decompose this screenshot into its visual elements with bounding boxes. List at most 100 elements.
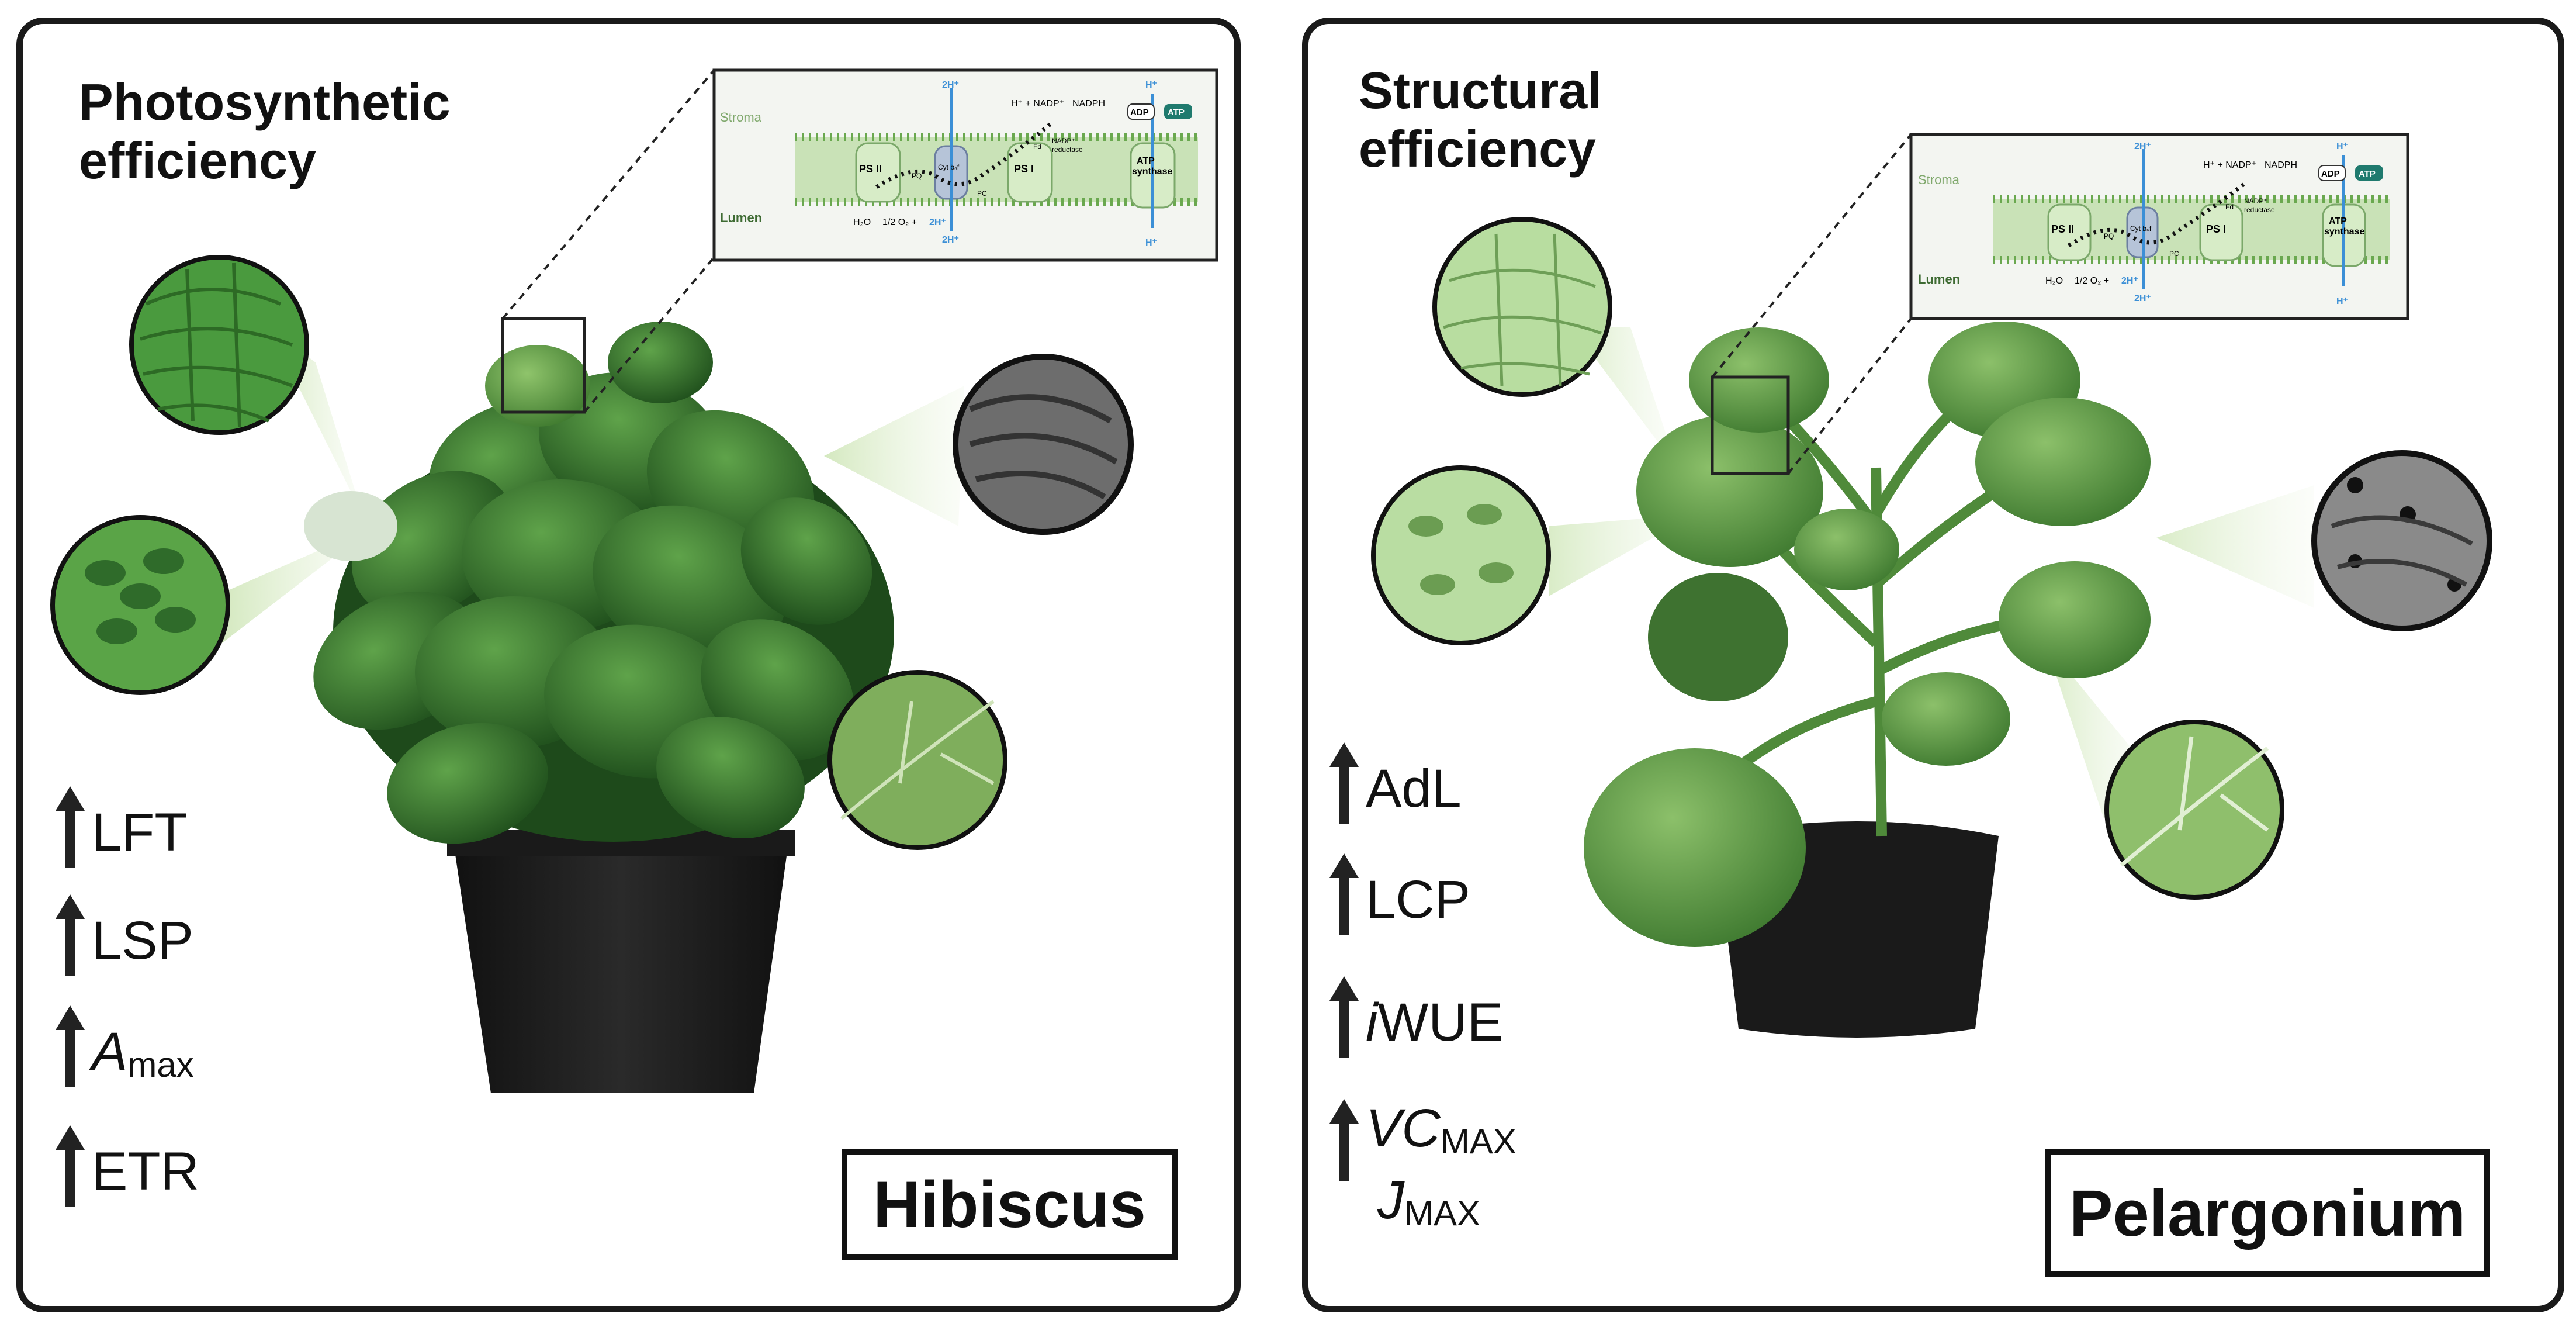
stomata-circle [50, 515, 230, 695]
left-inset-2h-top: 2H⁺ [942, 80, 959, 90]
left-inset-2hplus: 2H⁺ [929, 217, 946, 227]
right-inset-cytb6f: Cyt b₆f [2130, 224, 2152, 233]
left-inset-nadpred2: reductase [1052, 146, 1083, 154]
p-venation-circle [2104, 720, 2284, 900]
left-inset-lumen: Lumen [720, 210, 762, 225]
right-inset-half-o2: 1/2 O₂ + [2075, 276, 2109, 286]
right-inset-pq: PQ [2104, 232, 2114, 240]
left-inset-nadph: NADPH [1072, 99, 1105, 109]
right-inset-adp: ADP [2321, 169, 2340, 179]
metric-lsp: LSP [56, 894, 193, 976]
right-title-line2: efficiency [1359, 120, 1596, 178]
right-inset-pc: PC [2169, 250, 2179, 258]
hibiscus-zoom-square [501, 317, 586, 414]
metric-adl-label: AdL [1366, 759, 1462, 818]
right-inset-ps2: PS II [2051, 223, 2074, 235]
right-inset-atp-synth1: ATP [2329, 216, 2347, 226]
right-panel-title: Structural efficiency [1359, 61, 1602, 178]
right-inset-2h-bottom: 2H⁺ [2134, 293, 2151, 303]
p-beam-chloroplast [2156, 485, 2314, 608]
metric-vcmax-main: VC [1366, 1098, 1441, 1158]
species-pelargonium-text: Pelargonium [2069, 1176, 2466, 1250]
arrow-up-icon [1329, 976, 1359, 1058]
chloroplast-tem-circle [953, 354, 1134, 535]
pelargonium-zoom-square [1711, 375, 1790, 475]
metric-lft: LFT [56, 786, 188, 868]
metric-etr-label: ETR [92, 1142, 199, 1201]
arrow-up-icon [56, 1005, 85, 1087]
arrow-up-icon [56, 894, 85, 976]
p-stomata-circle [1371, 465, 1551, 645]
right-inset-ps1: PS I [2206, 223, 2226, 235]
metric-etr: ETR [56, 1125, 199, 1207]
left-inset-ps2: PS II [859, 163, 882, 175]
metric-lsp-label: LSP [92, 911, 193, 970]
metric-amax-main: A [92, 1022, 128, 1081]
metric-amax-sub: max [127, 1045, 194, 1084]
metric-adl: AdL [1329, 742, 1462, 824]
arrow-up-icon [56, 786, 85, 868]
metric-jmax-sub: MAX [1404, 1194, 1481, 1233]
p-beam-epidermis [1572, 327, 1677, 468]
metric-vcmax-jmax: VCMAX JMAX [1329, 1099, 1516, 1243]
left-inset-pq: PQ [912, 172, 922, 180]
species-label-pelargonium: Pelargonium [2045, 1149, 2490, 1277]
right-inset-atp: ATP [2359, 169, 2376, 179]
zoom-dash-1 [501, 69, 715, 320]
arrow-up-icon [1329, 853, 1359, 935]
metric-vcmax-sub: MAX [1440, 1122, 1516, 1161]
metric-amax: Amax [56, 1005, 194, 1094]
arrow-up-icon [56, 1125, 85, 1207]
left-inset-fd: Fd [1033, 143, 1041, 151]
arrow-up-icon [1329, 742, 1359, 824]
right-inset-nadpred1: NADP⁺ [2244, 197, 2267, 205]
left-inset-nadpred1: NADP⁺ [1052, 137, 1075, 145]
right-inset-2hplus: 2H⁺ [2121, 276, 2138, 286]
p-chloroplast-tem-circle [2311, 450, 2492, 631]
metric-iwue: iWUE [1329, 976, 1503, 1058]
hibiscus-pot [453, 839, 789, 1093]
right-title-line1: Structural [1359, 61, 1602, 119]
species-label-hibiscus: Hibiscus [842, 1149, 1178, 1260]
left-inset-water: H₂O [853, 217, 871, 227]
left-inset-adp: ADP [1130, 108, 1149, 118]
left-inset-stroma: Stroma [720, 110, 762, 125]
right-etc-inset: Stroma Lumen PS II PS I Cyt b₆f PQ PC Fd… [1909, 133, 2409, 320]
epidermis-circle [129, 255, 309, 435]
metric-lcp: LCP [1329, 853, 1470, 935]
left-inset-half-o2: 1/2 O₂ + [882, 217, 917, 227]
right-inset-2h-top: 2H⁺ [2134, 141, 2151, 151]
metric-lcp-label: LCP [1366, 870, 1470, 929]
left-title-line2: efficiency [79, 132, 316, 189]
right-inset-h-top: H⁺ [2336, 141, 2348, 151]
left-inset-atp-synth1: ATP [1137, 156, 1155, 166]
right-inset-fd: Fd [2225, 203, 2234, 211]
right-inset-atp-synth2: synthase [2324, 227, 2364, 237]
metric-iwue-label: WUE [1377, 993, 1504, 1052]
venation-circle [827, 670, 1007, 850]
pelargonium-leaves [1584, 322, 2151, 947]
species-hibiscus-text: Hibiscus [873, 1167, 1146, 1241]
metric-jmax-main: J [1377, 1170, 1404, 1230]
beam-chloroplast [824, 386, 964, 526]
left-inset-2h-bottom: 2H⁺ [942, 235, 959, 245]
metric-iwue-pre: i [1366, 993, 1378, 1052]
right-inset-nadph: NADPH [2265, 160, 2297, 170]
left-inset-nadp-eq: H⁺ + NADP⁺ [1011, 99, 1064, 109]
right-inset-nadpred2: reductase [2244, 206, 2275, 214]
p-epidermis-circle [1432, 217, 1612, 397]
left-etc-inset: Stroma Lumen PS II PS I Cyt b₆f PQ PC Fd… [712, 68, 1218, 262]
left-inset-atp: ATP [1168, 108, 1185, 118]
left-title-line1: Photosynthetic [79, 73, 451, 131]
right-inset-h-bottom: H⁺ [2336, 296, 2348, 306]
left-inset-h-top: H⁺ [1145, 80, 1157, 90]
left-panel-title: Photosynthetic efficiency [79, 73, 451, 190]
right-inset-nadp-eq: H⁺ + NADP⁺ [2203, 160, 2256, 170]
p-zoom-dash-1 [1711, 133, 1912, 378]
left-inset-atp-synth2: synthase [1132, 167, 1172, 177]
metric-lft-label: LFT [92, 803, 188, 862]
left-inset-ps1: PS I [1014, 163, 1034, 175]
left-inset-cytb6f: Cyt b₆f [938, 163, 960, 171]
